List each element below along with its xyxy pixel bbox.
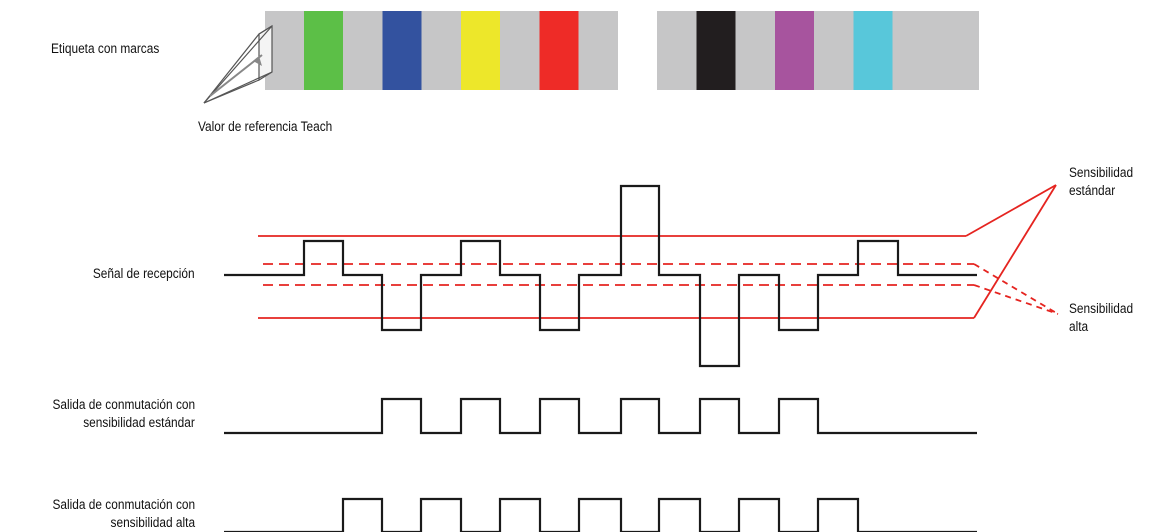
red-mark — [540, 11, 579, 90]
purple-mark — [775, 11, 814, 90]
sensitivity-standard-caption-line1: Sensibilidad — [1069, 164, 1133, 181]
receive-signal-wave — [224, 186, 977, 366]
receive-signal-caption: Señal de recepción — [93, 265, 195, 282]
label-strip-caption: Etiqueta con marcas — [51, 40, 159, 57]
output-standard-caption-line1: Salida de conmutación con — [52, 396, 195, 413]
sensitivity-high-caption-line2: alta — [1069, 318, 1088, 335]
label-strip — [265, 11, 979, 90]
output-high-caption-line1: Salida de conmutación con — [52, 496, 195, 513]
cyan-mark — [854, 11, 893, 90]
standard-leader-lower — [974, 185, 1056, 318]
teach-reference-caption: Valor de referencia Teach — [198, 118, 332, 135]
green-mark — [304, 11, 343, 90]
yellow-mark — [461, 11, 500, 90]
output-standard-caption-line2: sensibilidad estándar — [83, 414, 195, 431]
white-mark — [618, 11, 657, 90]
sensitivity-high-caption-line1: Sensibilidad — [1069, 300, 1133, 317]
standard-leader-upper — [966, 185, 1056, 236]
output-high-wave — [224, 499, 977, 532]
black-mark — [697, 11, 736, 90]
blue-mark — [383, 11, 422, 90]
teach-reference-window-icon — [204, 26, 272, 103]
output-standard-wave — [224, 399, 977, 433]
sensitivity-standard-caption-line2: estándar — [1069, 182, 1115, 199]
output-high-caption-line2: sensibilidad alta — [110, 514, 195, 531]
